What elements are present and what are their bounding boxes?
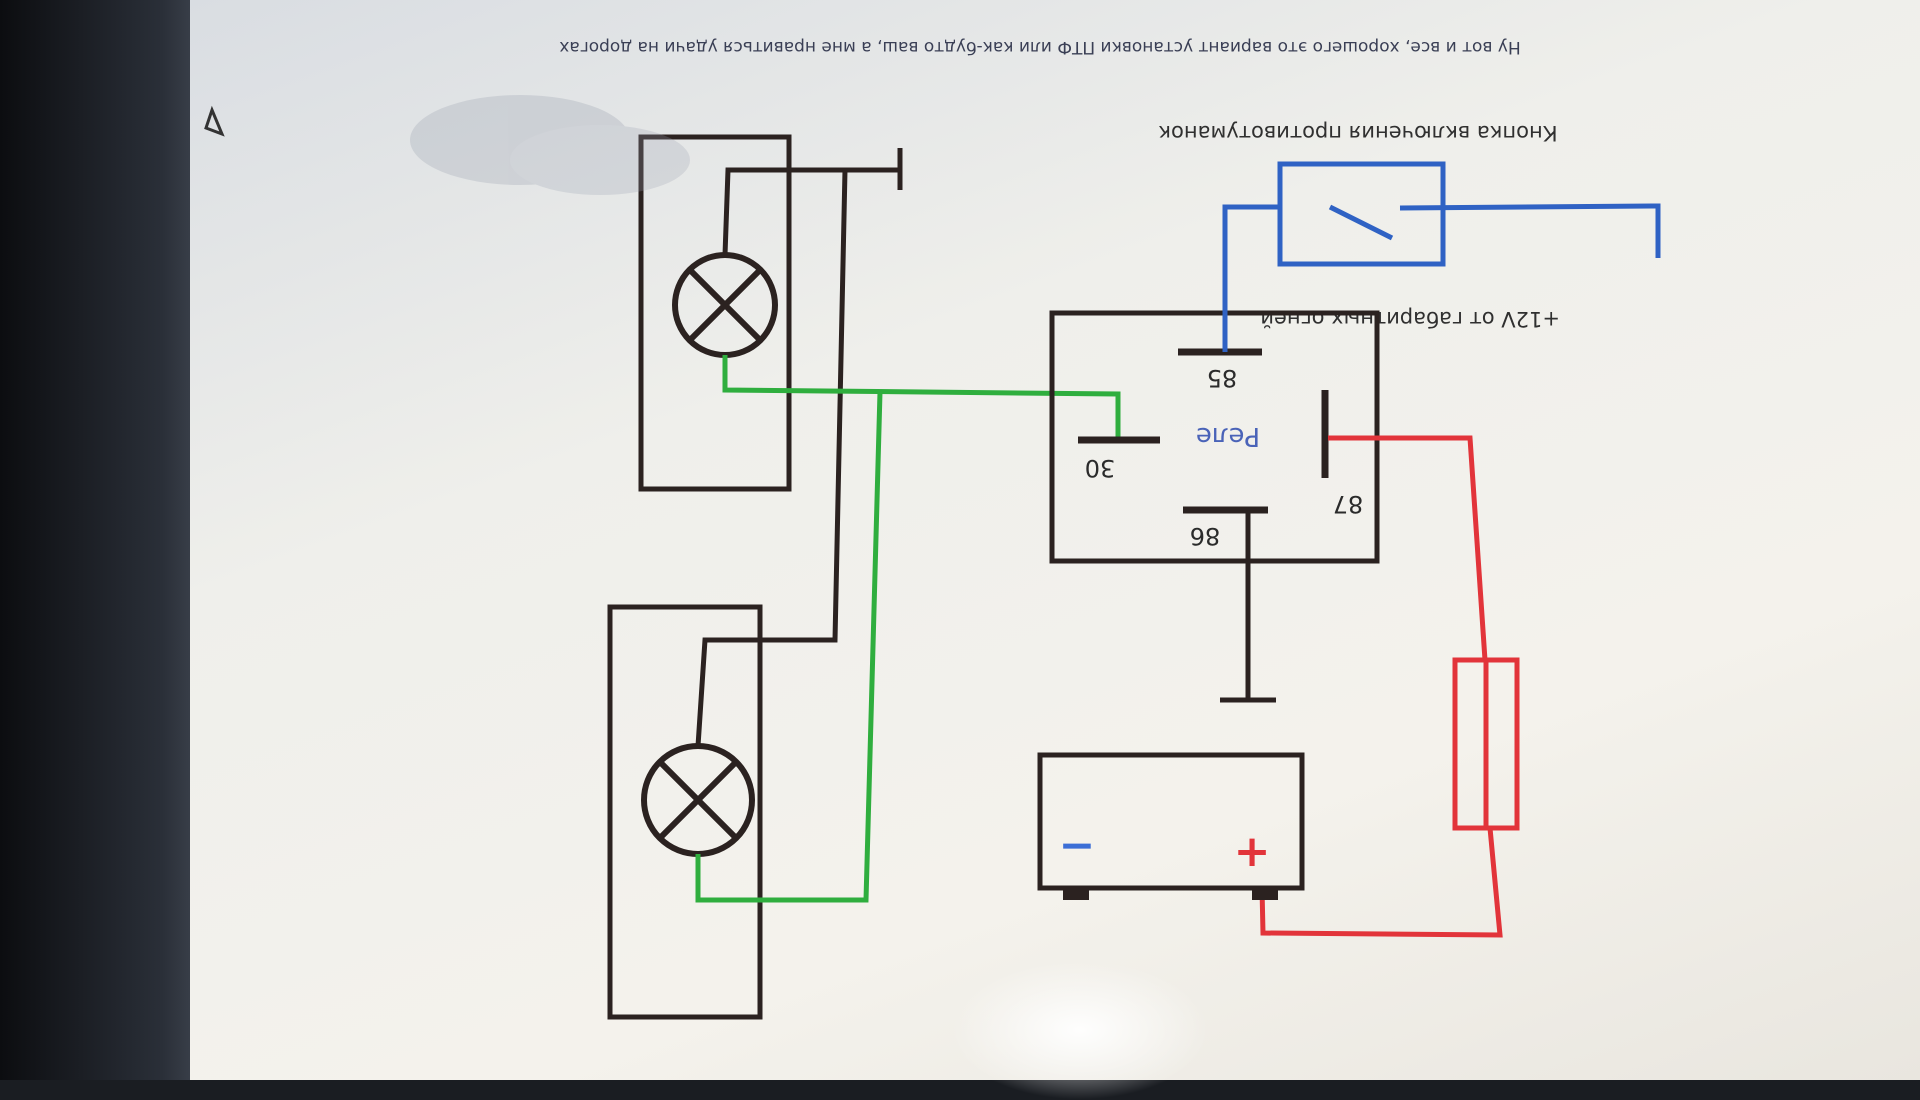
pin-87-label: 87 [1333,490,1364,518]
pin-85-label: 85 [1207,364,1238,392]
red-wire-battery [1259,827,1503,938]
screen-glare [950,960,1210,1100]
ground-wire-lamp-2 [695,169,848,747]
power-wiring [1259,435,1520,938]
green-wire-lamp-1 [722,355,1121,438]
fog-lamp-2 [607,604,763,1020]
relay-ground [1220,512,1276,703]
pin-30-label: 30 [1085,454,1116,482]
battery: − + [1037,752,1305,900]
battery-body [1037,752,1305,891]
battery-terminal-plus [1252,888,1278,900]
fog-lamp-1-housing [638,134,792,492]
lamp-2-cross-b [657,759,739,841]
control-wiring [1222,161,1661,352]
photographed-screen [190,0,1920,1080]
switch-housing [1277,161,1446,267]
relay-label: Реле [1196,421,1260,451]
switch-caption: Кнопка включения противотуманок [1158,121,1557,145]
blurred-logo [410,95,690,195]
battery-minus-sign: − [1059,820,1096,871]
pin-86-label: 86 [1190,522,1221,550]
lamp-1-cross-b [687,267,763,343]
ground-wiring [695,148,903,747]
battery-plus-sign: + [1234,826,1271,877]
fog-lamp-1 [638,134,792,492]
blue-wire-pin-85 [1222,204,1280,352]
green-wire-lamp-2 [695,391,883,903]
ground-wire-lamp-1 [722,167,900,256]
fog-lamp-2-housing [607,604,763,1020]
switched-wiring [695,355,1121,903]
red-wire-pin-87 [1328,435,1488,661]
blue-wire-source [1399,203,1661,258]
battery-terminal-minus [1063,888,1089,900]
mouse-cursor-icon [204,105,225,137]
header-text: Ну вот и все, хорошего это вариант устан… [559,37,1520,57]
switch-lever [1328,204,1394,241]
